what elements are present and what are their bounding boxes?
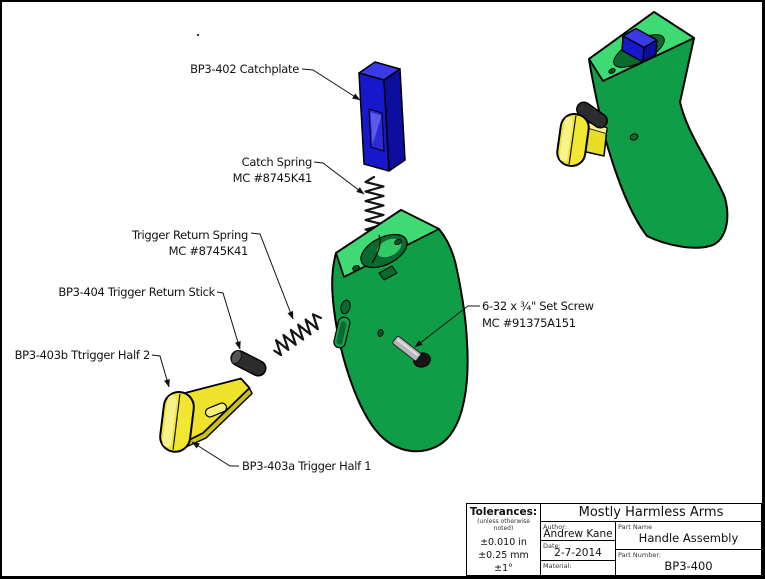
leader-trigger-return-stick	[216, 291, 241, 350]
title-block-part-column: Part Name Handle Assembly Part Number: B…	[616, 522, 761, 575]
title-block-main: Author: Andrew Kane Date: 2-7-2014 Mater…	[541, 522, 761, 575]
assembled-capsule-seam	[568, 115, 577, 165]
assembled-catchplate-side	[642, 39, 658, 63]
handle-side-slot-inner	[336, 321, 347, 345]
handle-side-hole	[340, 299, 351, 315]
assembled-trigger-capsule	[556, 113, 590, 167]
assembled-stick-body	[576, 101, 608, 129]
trigger-return-stick-part	[230, 349, 267, 377]
author-cell: Author: Andrew Kane	[541, 522, 615, 541]
company-name: Mostly Harmless Arms	[541, 504, 761, 522]
handle-top-hole-right	[394, 238, 402, 246]
label-catch-spring-1: Catch Spring	[242, 155, 312, 169]
tolerances-cell: Tolerances: (unless otherwise noted) ±0.…	[467, 504, 541, 575]
handle-body-part	[331, 209, 469, 453]
catch-spring-part	[364, 175, 385, 239]
set-screw-highlight	[396, 338, 419, 357]
date-value: 2-7-2014	[554, 547, 602, 559]
assembled-stick	[576, 101, 608, 129]
label-trigger-half2: BP3-403b Ttrigger Half 2	[15, 348, 150, 362]
tolerance-values: ±0.010 in ±0.25 mm ±1°	[467, 536, 540, 575]
tolerance-mm: ±0.25 mm	[478, 550, 529, 561]
leader-trigger-half1	[191, 441, 239, 467]
handle-cavity-edge	[371, 234, 381, 264]
handle-front-hole	[377, 329, 384, 337]
catchplate-slot-highlight	[370, 112, 382, 145]
part-name-value: Handle Assembly	[638, 531, 739, 545]
label-trigger-return-stick: BP3-404 Trigger Return Stick	[58, 285, 215, 299]
trigger-half2-part	[159, 390, 195, 453]
leader-set-screw	[414, 305, 480, 348]
material-label: Material:	[543, 562, 572, 570]
handle-silhouette	[331, 209, 469, 453]
part-name-label: Part Name	[618, 523, 653, 531]
leader-lines	[151, 68, 480, 467]
leader-catch-spring	[313, 161, 365, 195]
handle-side-slot	[333, 316, 351, 349]
leader-catchplate	[301, 68, 361, 101]
label-trigger-return-spring-2: MC #8745K41	[169, 244, 248, 258]
part-number-cell: Part Number: BP3-400	[616, 550, 761, 575]
assembled-handle-view	[556, 11, 729, 249]
material-cell: Material:	[541, 561, 615, 575]
author-value: Andrew Kane	[543, 528, 613, 540]
label-set-screw-1: 6-32 x ¾" Set Screw	[482, 299, 594, 313]
part-number-label: Part Number:	[618, 551, 662, 559]
part-name-cell: Part Name Handle Assembly	[616, 522, 761, 550]
label-trigger-half1: BP3-403a Trigger Half 1	[242, 459, 371, 473]
handle-catch-notch	[378, 265, 398, 281]
title-block-mid-column: Author: Andrew Kane Date: 2-7-2014 Mater…	[541, 522, 616, 575]
author-label: Author:	[543, 523, 567, 531]
trigger-capsule-highlight	[162, 395, 177, 447]
catch-spring-coil	[364, 175, 385, 239]
assembled-capsule-highlight	[559, 116, 573, 162]
label-set-screw-2: MC #91375A151	[482, 316, 576, 330]
tolerances-title: Tolerances:	[469, 506, 538, 518]
trigger-return-spring-coil	[273, 313, 323, 357]
assembled-front-hole	[629, 133, 639, 141]
tolerance-degrees: ±1°	[494, 563, 513, 574]
catchplate-part	[358, 61, 406, 172]
title-block: Tolerances: (unless otherwise noted) ±0.…	[466, 503, 762, 576]
assembled-top-hole	[608, 68, 616, 74]
trigger-arm-slot-outline	[204, 402, 228, 418]
label-catch-spring-2: MC #8745K41	[233, 171, 312, 185]
leader-trigger-half2	[151, 354, 170, 388]
label-trigger-return-spring-1: Trigger Return Spring	[131, 228, 248, 242]
stick-end-cap	[230, 350, 243, 365]
label-catchplate: BP3-402 Catchplate	[190, 62, 299, 76]
trigger-arm-slot	[204, 402, 228, 418]
stray-dot	[197, 34, 199, 36]
trigger-return-spring-part	[273, 313, 323, 357]
tolerances-note: (unless otherwise noted)	[477, 518, 530, 532]
date-cell: Date: 2-7-2014	[541, 541, 615, 561]
handle-top-hole-left	[352, 264, 360, 272]
set-screw-part	[392, 335, 422, 362]
title-block-right: Mostly Harmless Arms Author: Andrew Kane…	[541, 504, 761, 575]
callout-labels: BP3-402 Catchplate Catch Spring MC #8745…	[15, 62, 594, 473]
trigger-capsule-seam	[172, 393, 181, 450]
date-label: Date:	[543, 542, 561, 550]
leader-trigger-return-spring	[250, 232, 294, 320]
tolerance-inches: ±0.010 in	[480, 537, 527, 548]
part-number-value: BP3-400	[664, 559, 713, 573]
